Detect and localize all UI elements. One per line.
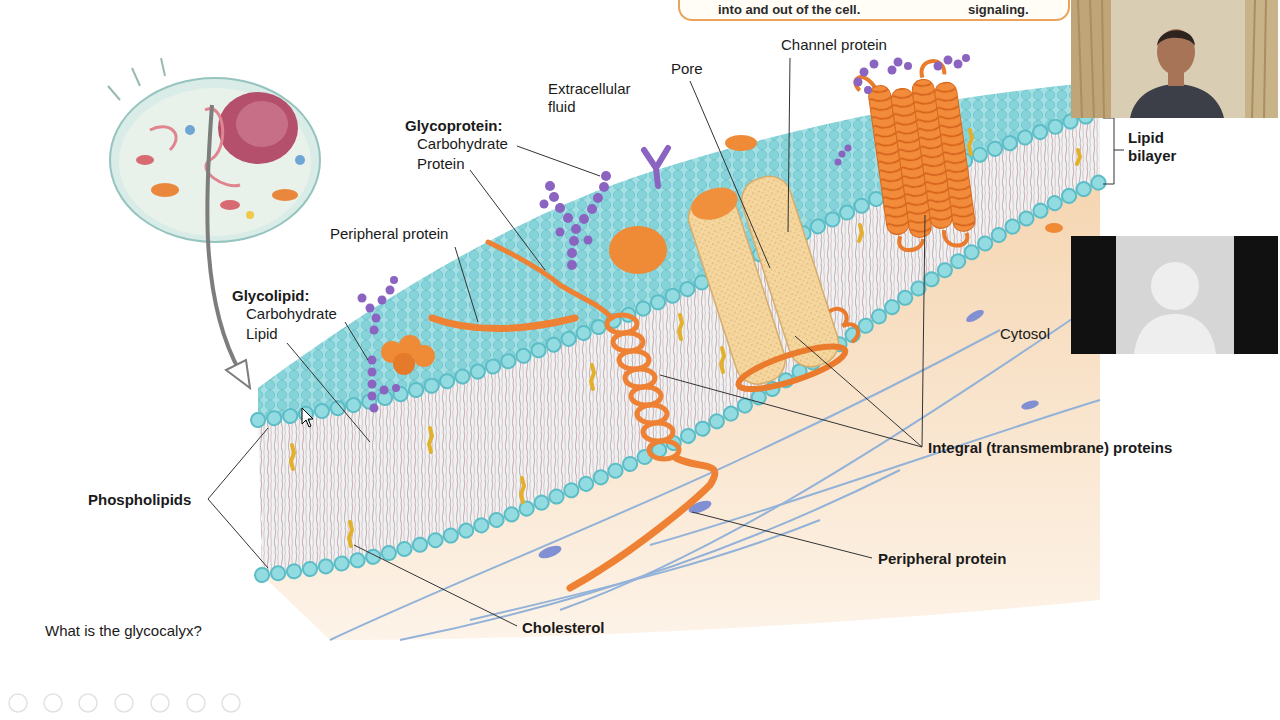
part-label: Pore	[671, 60, 703, 78]
part-label: Cholesterol	[522, 619, 605, 637]
protein-blob	[725, 135, 757, 151]
question-text: What is the glycocalyx?	[45, 622, 202, 640]
lipid-tails	[258, 112, 1100, 575]
part-heading: Glycoprotein:	[405, 117, 503, 135]
glycoprotein-carbohydrate	[540, 171, 612, 270]
part-label: Phospholipids	[88, 491, 191, 509]
carbohydrate-y	[644, 148, 668, 186]
webcam-placeholder	[1071, 236, 1278, 354]
protein-blob	[1045, 223, 1063, 233]
mouse-cursor	[302, 408, 313, 427]
part-label: Carbohydrate	[246, 305, 337, 323]
zoom-arrow	[207, 105, 240, 372]
helix-bundle-protein	[854, 58, 978, 256]
part-label: Carbohydrate	[417, 135, 508, 153]
bracket-label: Lipid bilayer	[1128, 129, 1190, 165]
cell-figure	[108, 58, 320, 242]
part-label: Peripheral protein	[878, 550, 1006, 568]
part-label: Lipid	[246, 325, 278, 343]
cell-text: signaling.	[968, 2, 1029, 17]
peripheral-protein	[609, 226, 667, 274]
cell-text: into and out of the cell.	[718, 2, 860, 17]
part-label: Channel protein	[781, 36, 887, 54]
phospholipid-heads	[258, 112, 1100, 575]
part-label: Integral (transmembrane) proteins	[928, 439, 1172, 457]
integral-helix-protein	[488, 242, 715, 588]
carbohydrate-chains	[835, 54, 971, 166]
webcam-video	[1071, 0, 1278, 118]
channel-protein	[678, 159, 866, 397]
glycolipid	[358, 276, 436, 413]
region-label: Cytosol	[1000, 325, 1050, 343]
peripheral-protein	[432, 318, 575, 329]
region-label: Extracellular fluid	[548, 80, 648, 116]
part-label: Protein	[417, 155, 465, 173]
toolbar-icons	[9, 694, 240, 712]
arrowhead	[226, 360, 250, 388]
part-label: Peripheral protein	[330, 225, 448, 243]
leader-lines	[208, 58, 1124, 626]
part-heading: Glycolipid:	[232, 287, 310, 305]
table-cell-strip: into and out of the cell. signaling.	[678, 0, 1070, 21]
